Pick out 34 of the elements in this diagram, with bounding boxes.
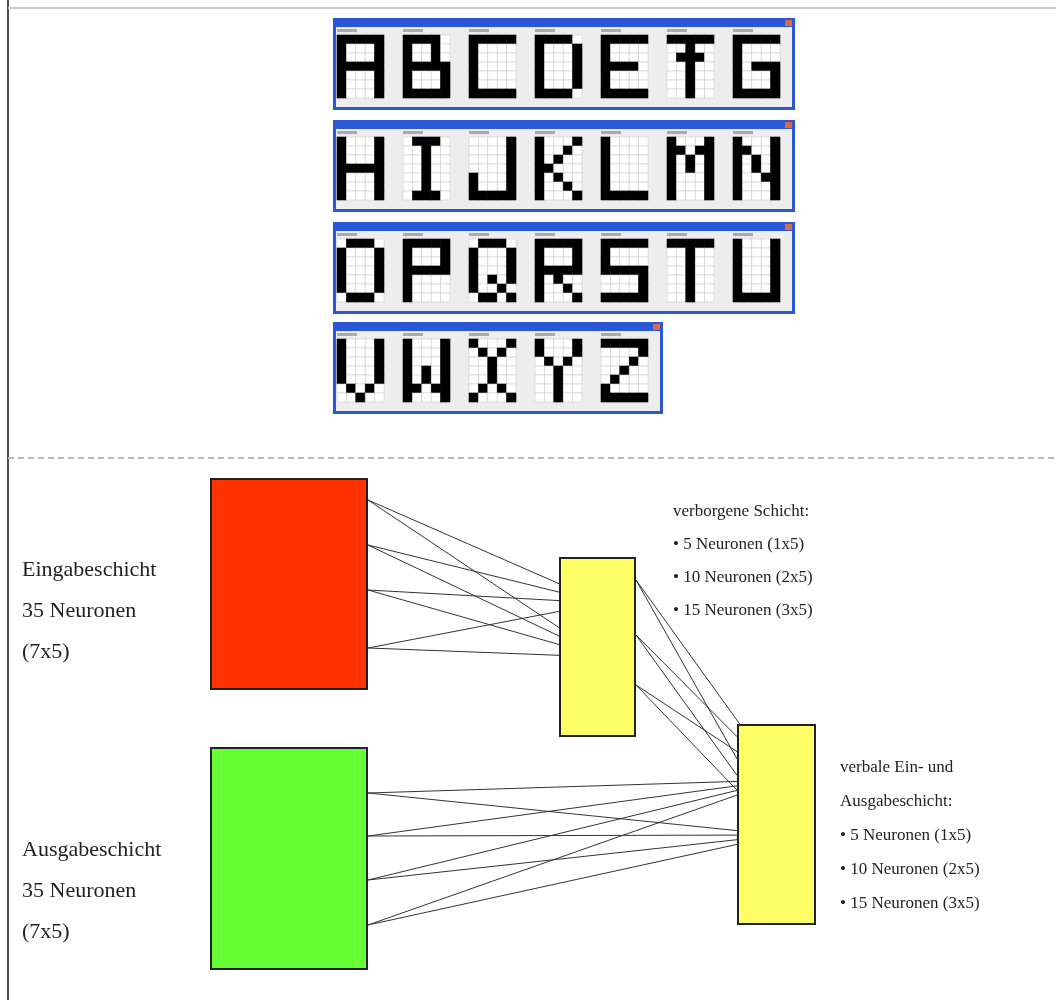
layer-caption: (7x5) [22,917,71,945]
connection-line [635,684,738,791]
layer-caption: verborgene Schicht: [673,500,811,522]
connection-line [367,843,738,926]
list-item: • 10 Neuronen (2x5) [673,566,814,588]
connection-line [367,544,560,593]
layer-box [210,747,368,970]
layer-box [210,478,368,690]
layer-box [559,557,636,737]
list-item: • 15 Neuronen (3x5) [673,599,814,621]
connection-line [367,589,560,602]
connection-line [367,647,560,656]
list-item: • 15 Neuronen (3x5) [840,892,981,914]
connection-line [367,794,738,926]
layer-caption: 35 Neuronen [22,596,138,624]
connection-line [367,792,738,832]
connection-line [367,499,560,629]
layer-caption: 35 Neuronen [22,876,138,904]
connection-line [367,499,560,585]
connection-line [635,579,741,725]
layer-caption: (7x5) [22,637,71,665]
list-item: • 10 Neuronen (2x5) [840,858,981,880]
layer-box [737,724,816,925]
connection-line [367,544,560,637]
list-item: • 5 Neuronen (1x5) [673,533,806,555]
connection-line [367,589,560,645]
layer-caption: Ausgabeschicht [22,835,163,863]
layer-caption: verbale Ein- und Ausgabeschicht: [840,756,955,812]
connection-line [367,780,738,794]
list-item: • 5 Neuronen (1x5) [840,824,973,846]
connection-line [367,839,738,881]
connection-line [367,834,738,837]
layer-caption: Eingabeschicht [22,555,158,583]
connection-line [635,684,738,753]
